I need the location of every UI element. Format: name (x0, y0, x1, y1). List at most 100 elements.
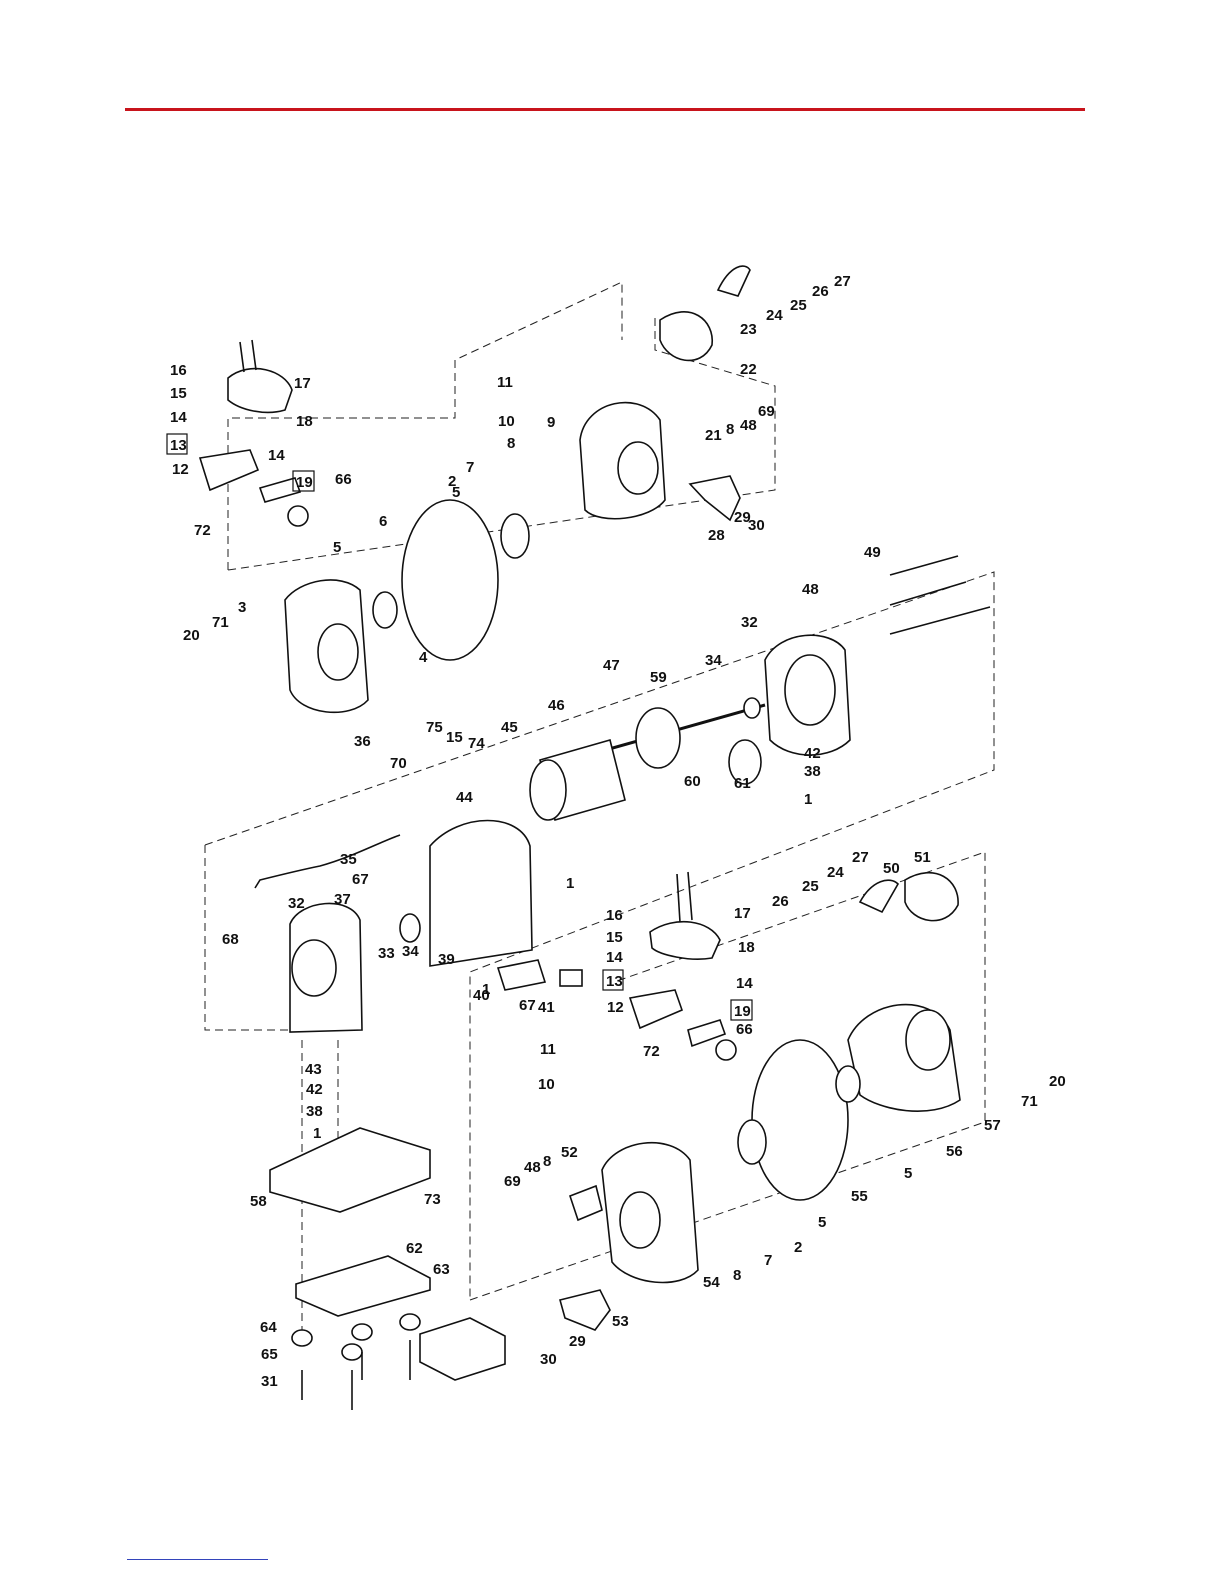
part-label-57: 57 (984, 1117, 1001, 1134)
part-label-22: 22 (740, 361, 757, 378)
part-label-13: 13 (606, 973, 623, 990)
parts (198, 265, 991, 1410)
part-label-55: 55 (851, 1188, 868, 1205)
header-rule (125, 108, 1085, 111)
part-label-36: 36 (354, 733, 371, 750)
part-label-74: 74 (468, 735, 485, 752)
part-label-75: 75 (426, 719, 443, 736)
part-label-19: 19 (734, 1003, 751, 1020)
part-label-69: 69 (504, 1173, 521, 1190)
part-label-34: 34 (705, 652, 722, 669)
part-label-54: 54 (703, 1274, 720, 1291)
part-label-28: 28 (708, 527, 725, 544)
part-label-16: 16 (170, 362, 187, 379)
part-label-63: 63 (433, 1261, 450, 1278)
part-label-5: 5 (818, 1214, 826, 1231)
part-label-13: 13 (170, 437, 187, 454)
boxed-label-frames (166, 433, 753, 1021)
part-label-72: 72 (643, 1043, 660, 1060)
part-label-3: 3 (238, 599, 246, 616)
part-label-15: 15 (170, 385, 187, 402)
part-label-5: 5 (904, 1165, 912, 1182)
part-label-71: 71 (212, 614, 229, 631)
part-label-29: 29 (734, 509, 751, 526)
part-label-21: 21 (705, 427, 722, 444)
part-label-48: 48 (740, 417, 757, 434)
part-label-1: 1 (566, 875, 574, 892)
part-label-4: 4 (419, 649, 428, 666)
part-label-50: 50 (883, 860, 900, 877)
part-label-67: 67 (352, 871, 369, 888)
part-label-26: 26 (772, 893, 789, 910)
part-label-27: 27 (834, 273, 851, 290)
part-label-59: 59 (650, 669, 667, 686)
part-label-23: 23 (740, 321, 757, 338)
part-label-7: 7 (764, 1252, 772, 1269)
grinding-wheel-left (401, 499, 499, 661)
part-label-14: 14 (268, 447, 285, 464)
part-label-45: 45 (501, 719, 518, 736)
part-label-66: 66 (736, 1021, 753, 1038)
part-label-69: 69 (758, 403, 775, 420)
part-label-12: 12 (607, 999, 624, 1016)
part-label-11: 11 (497, 374, 513, 391)
eye-shield-right (649, 920, 721, 960)
part-label-24: 24 (766, 307, 783, 324)
base (269, 1127, 431, 1213)
part-label-64: 64 (260, 1319, 277, 1336)
eye-shield-left (227, 367, 293, 414)
part-label-1: 1 (313, 1125, 321, 1142)
footer-rule (127, 1559, 268, 1560)
part-label-30: 30 (748, 517, 765, 534)
part-label-5: 5 (452, 484, 460, 501)
part-label-48: 48 (802, 581, 819, 598)
part-label-65: 65 (261, 1346, 278, 1363)
part-label-26: 26 (812, 283, 829, 300)
part-label-18: 18 (296, 413, 313, 430)
tray (419, 1317, 506, 1381)
part-label-6: 6 (379, 513, 387, 530)
part-label-7: 7 (466, 459, 474, 476)
part-label-14: 14 (606, 949, 623, 966)
section-dash-lines (204, 281, 995, 1340)
part-label-15: 15 (606, 929, 623, 946)
part-label-73: 73 (424, 1191, 441, 1208)
part-label-42: 42 (804, 745, 821, 762)
part-label-38: 38 (804, 763, 821, 780)
part-label-20: 20 (183, 627, 200, 644)
part-label-32: 32 (741, 614, 758, 631)
part-label-49: 49 (864, 544, 881, 561)
part-label-11: 11 (540, 1041, 556, 1058)
part-label-38: 38 (306, 1103, 323, 1120)
part-label-8: 8 (733, 1267, 741, 1284)
part-label-40: 40 (473, 987, 490, 1004)
part-label-9: 9 (547, 414, 555, 431)
part-label-15: 15 (446, 729, 463, 746)
part-label-12: 12 (172, 461, 189, 478)
part-label-1: 1 (804, 791, 812, 808)
base-plate (295, 1255, 431, 1317)
part-label-33: 33 (378, 945, 395, 962)
part-label-30: 30 (540, 1351, 557, 1368)
spark-arrestor-lower (904, 871, 959, 922)
part-label-72: 72 (194, 522, 211, 539)
part-label-70: 70 (390, 755, 407, 772)
spark-arrestor-upper (659, 311, 713, 362)
part-label-8: 8 (507, 435, 515, 452)
part-label-44: 44 (456, 789, 473, 806)
part-label-24: 24 (827, 864, 844, 881)
motor-cover (429, 819, 533, 967)
part-label-56: 56 (946, 1143, 963, 1160)
part-label-41: 41 (538, 999, 555, 1016)
part-label-10: 10 (498, 413, 515, 430)
part-label-1: 1 (482, 981, 490, 998)
grinding-wheel-right (751, 1039, 849, 1201)
part-label-52: 52 (561, 1144, 578, 1161)
part-label-53: 53 (612, 1313, 629, 1330)
part-label-2: 2 (794, 1239, 802, 1256)
part-label-29: 29 (569, 1333, 586, 1350)
part-label-39: 39 (438, 951, 455, 968)
part-label-51: 51 (914, 849, 931, 866)
part-label-47: 47 (603, 657, 620, 674)
